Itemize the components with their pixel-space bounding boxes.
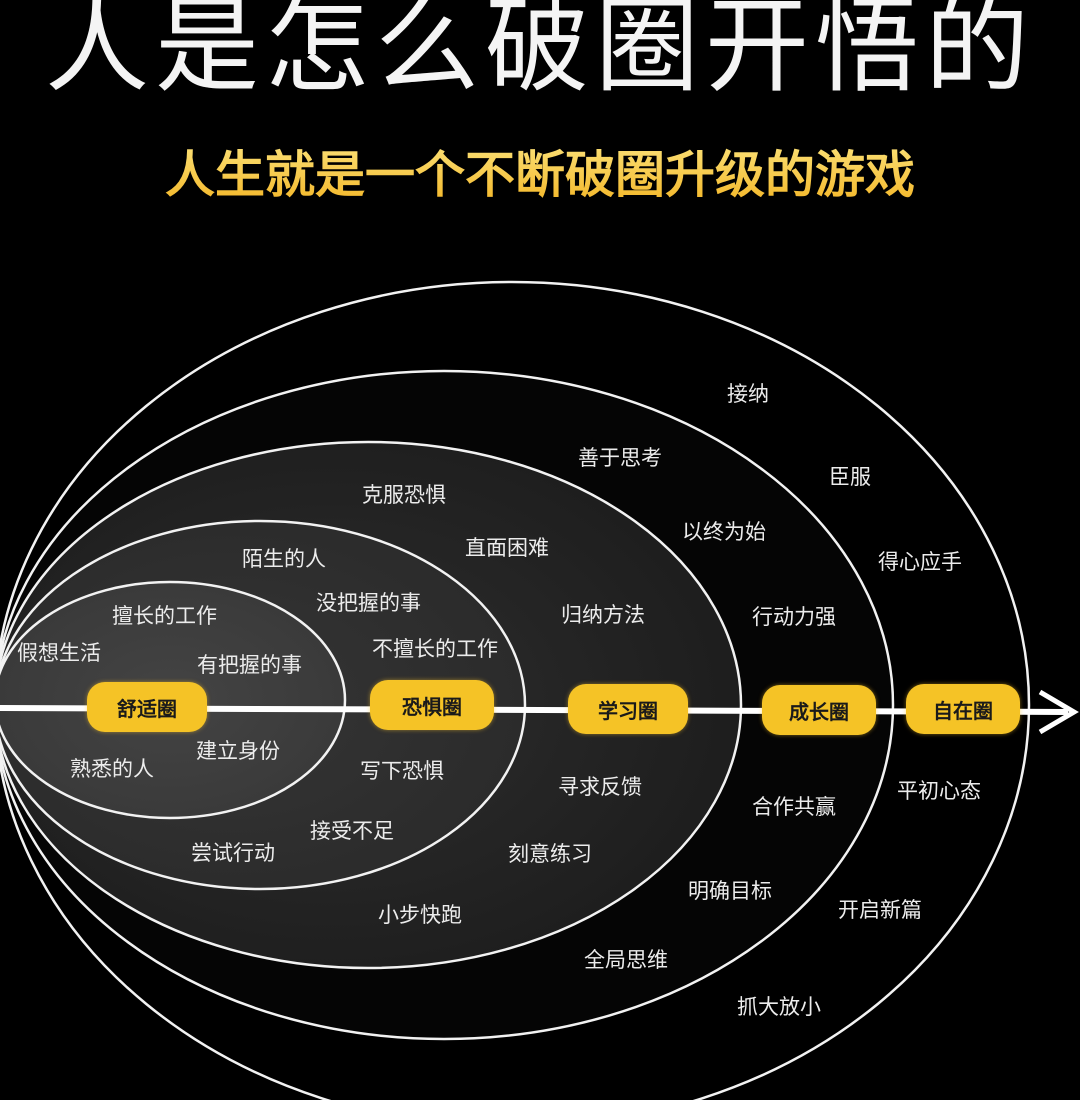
item-label: 归纳方法	[561, 603, 645, 627]
item-label: 平初心态	[897, 779, 981, 803]
item-label: 开启新篇	[838, 898, 922, 922]
item-label: 熟悉的人	[70, 757, 154, 781]
item-label: 小步快跑	[378, 903, 462, 927]
pill-shushi-quan: 舒适圈	[87, 682, 207, 732]
page-title: 人是怎么破圈开悟的	[44, 0, 1035, 107]
item-label: 擅长的工作	[112, 604, 217, 628]
item-label: 克服恐惧	[362, 483, 446, 507]
pill-zizai-quan: 自在圈	[906, 684, 1020, 734]
item-label: 接纳	[727, 382, 769, 406]
item-label: 没把握的事	[316, 591, 421, 615]
item-label: 尝试行动	[191, 841, 275, 865]
item-label: 有把握的事	[197, 653, 302, 677]
item-label: 接受不足	[310, 819, 394, 843]
item-label: 以终为始	[682, 520, 766, 544]
arrow-head-icon	[1038, 689, 1079, 735]
item-label: 抓大放小	[737, 995, 821, 1019]
item-label: 刻意练习	[508, 842, 592, 866]
item-label: 不擅长的工作	[372, 637, 498, 661]
item-label: 臣服	[829, 465, 871, 489]
item-label: 明确目标	[688, 879, 772, 903]
page-subtitle: 人生就是一个不断破圈升级的游戏	[0, 140, 1080, 210]
pill-chengzhang-quan: 成长圈	[762, 685, 876, 735]
item-label: 寻求反馈	[558, 775, 642, 799]
item-label: 直面困难	[465, 536, 549, 560]
item-label: 写下恐惧	[360, 759, 444, 783]
item-label: 善于思考	[578, 446, 662, 470]
item-label: 陌生的人	[242, 547, 326, 571]
pill-kongju-quan: 恐惧圈	[370, 680, 494, 730]
pill-xuexi-quan: 学习圈	[568, 684, 688, 734]
item-label: 行动力强	[752, 605, 836, 629]
item-label: 假想生活	[17, 641, 101, 665]
item-label: 全局思维	[584, 948, 668, 972]
item-label: 合作共赢	[752, 795, 836, 819]
item-label: 建立身份	[196, 739, 280, 763]
item-label: 得心应手	[878, 550, 962, 574]
